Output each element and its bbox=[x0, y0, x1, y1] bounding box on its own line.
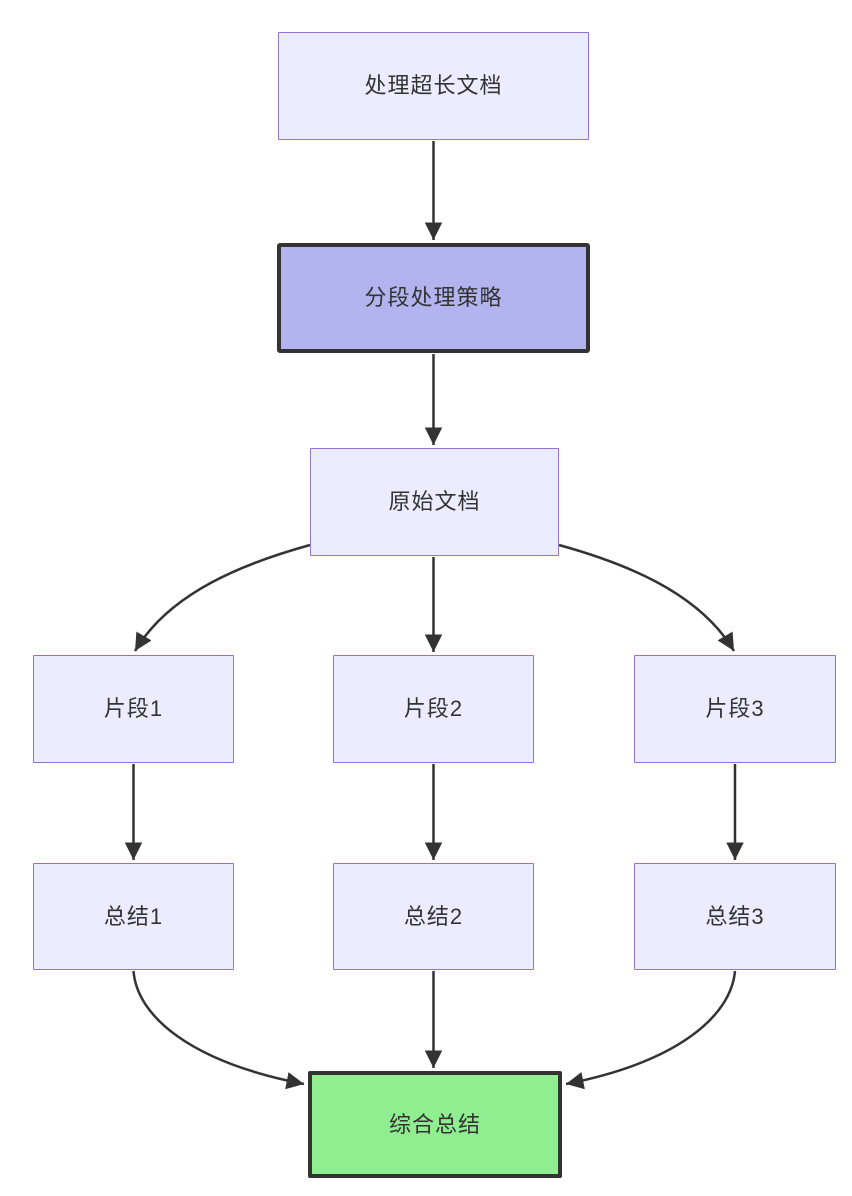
node-comprehensive-summary: 综合总结 bbox=[308, 1071, 562, 1178]
edge-original-fragment1 bbox=[133, 543, 311, 652]
node-summary-3-label: 总结3 bbox=[705, 903, 765, 929]
node-fragment-2-label: 片段2 bbox=[403, 696, 464, 721]
node-fragment-2: 片段2 bbox=[333, 655, 534, 763]
node-summary-1-label: 总结1 bbox=[103, 903, 164, 929]
node-summary-1: 总结1 bbox=[33, 863, 234, 970]
node-process-long-doc: 处理超长文档 bbox=[278, 32, 589, 140]
node-original-document: 原始文档 bbox=[310, 448, 559, 556]
node-fragment-3-label: 片段3 bbox=[705, 696, 765, 721]
node-summary-2: 总结2 bbox=[333, 863, 534, 970]
node-comprehensive-summary-label: 综合总结 bbox=[388, 1111, 481, 1137]
node-segmentation-strategy-label: 分段处理策略 bbox=[364, 285, 503, 310]
node-original-document-label: 原始文档 bbox=[388, 489, 481, 514]
edge-summary1-final bbox=[132, 970, 305, 1090]
node-fragment-1-label: 片段1 bbox=[103, 696, 164, 721]
node-fragment-3: 片段3 bbox=[634, 655, 836, 763]
node-summary-2-label: 总结2 bbox=[403, 903, 464, 929]
node-summary-3: 总结3 bbox=[634, 863, 836, 970]
edge-summary3-final bbox=[565, 970, 737, 1090]
node-process-long-doc-label: 处理超长文档 bbox=[364, 73, 503, 98]
node-segmentation-strategy: 分段处理策略 bbox=[277, 243, 590, 353]
node-fragment-1: 片段1 bbox=[33, 655, 234, 763]
edge-original-fragment3 bbox=[558, 543, 736, 652]
